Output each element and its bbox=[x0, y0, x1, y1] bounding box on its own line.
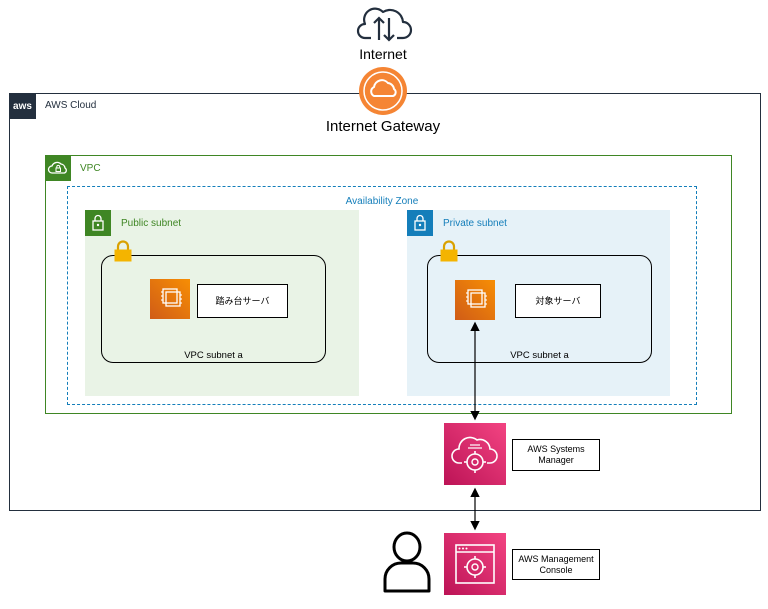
aws-cloud-label: AWS Cloud bbox=[45, 100, 97, 111]
internet-label: Internet bbox=[359, 46, 407, 62]
systems-manager-icon bbox=[444, 423, 506, 485]
ec2-instance-icon bbox=[455, 280, 495, 320]
vpc-boundary bbox=[45, 155, 732, 414]
internet-gateway-icon bbox=[359, 67, 407, 115]
availability-zone-label: Availability Zone bbox=[345, 196, 419, 207]
public-subnet-label: Public subnet bbox=[121, 218, 182, 229]
public-group-label: VPC subnet a bbox=[184, 350, 243, 361]
cloud-upload-download-icon bbox=[356, 7, 413, 42]
aws-logo-icon: aws bbox=[9, 93, 36, 119]
user-icon bbox=[383, 531, 431, 593]
internet-gateway-label: Internet Gateway bbox=[325, 118, 441, 135]
gold-padlock-icon bbox=[440, 240, 458, 262]
bastion-server-box: 踏み台サーバ bbox=[197, 284, 288, 318]
vpc-label: VPC bbox=[80, 163, 101, 174]
gold-padlock-icon bbox=[114, 240, 132, 262]
private-subnet-group bbox=[427, 255, 652, 363]
management-console-icon bbox=[444, 533, 506, 595]
public-subnet-group bbox=[101, 255, 326, 363]
target-server-box: 対象サーバ bbox=[515, 284, 601, 318]
private-group-label: VPC subnet a bbox=[510, 350, 569, 361]
management-console-label-box: AWS Management Console bbox=[512, 549, 600, 580]
vpc-cloud-lock-icon bbox=[45, 155, 71, 181]
ec2-instance-icon bbox=[150, 279, 190, 319]
availability-zone-boundary bbox=[67, 186, 697, 405]
systems-manager-label-box: AWS Systems Manager bbox=[512, 439, 600, 471]
private-subnet-label: Private subnet bbox=[443, 218, 507, 229]
padlock-icon bbox=[407, 210, 433, 236]
padlock-icon bbox=[85, 210, 111, 236]
